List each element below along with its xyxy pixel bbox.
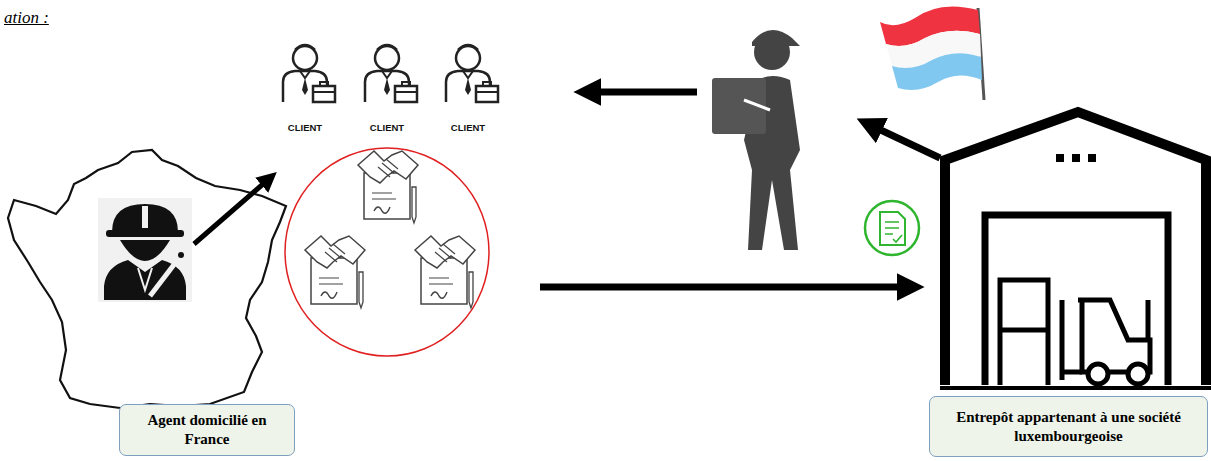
client-node: CLIENT: [438, 122, 498, 133]
text-box: Entrepôt appartenant à une société luxem…: [929, 396, 1208, 457]
client-label: CLIENT: [357, 122, 417, 133]
client-node: CLIENT: [357, 122, 417, 133]
client-node: CLIENT: [275, 122, 335, 133]
heading: ation :: [4, 8, 49, 28]
client-label: CLIENT: [438, 122, 498, 133]
client-label: CLIENT: [275, 122, 335, 133]
text-box: Agent domicilié en France: [119, 404, 295, 456]
label-box: Agent domicilié en France: [130, 411, 284, 449]
label-box: Entrepôt appartenant à une société luxem…: [940, 408, 1197, 446]
